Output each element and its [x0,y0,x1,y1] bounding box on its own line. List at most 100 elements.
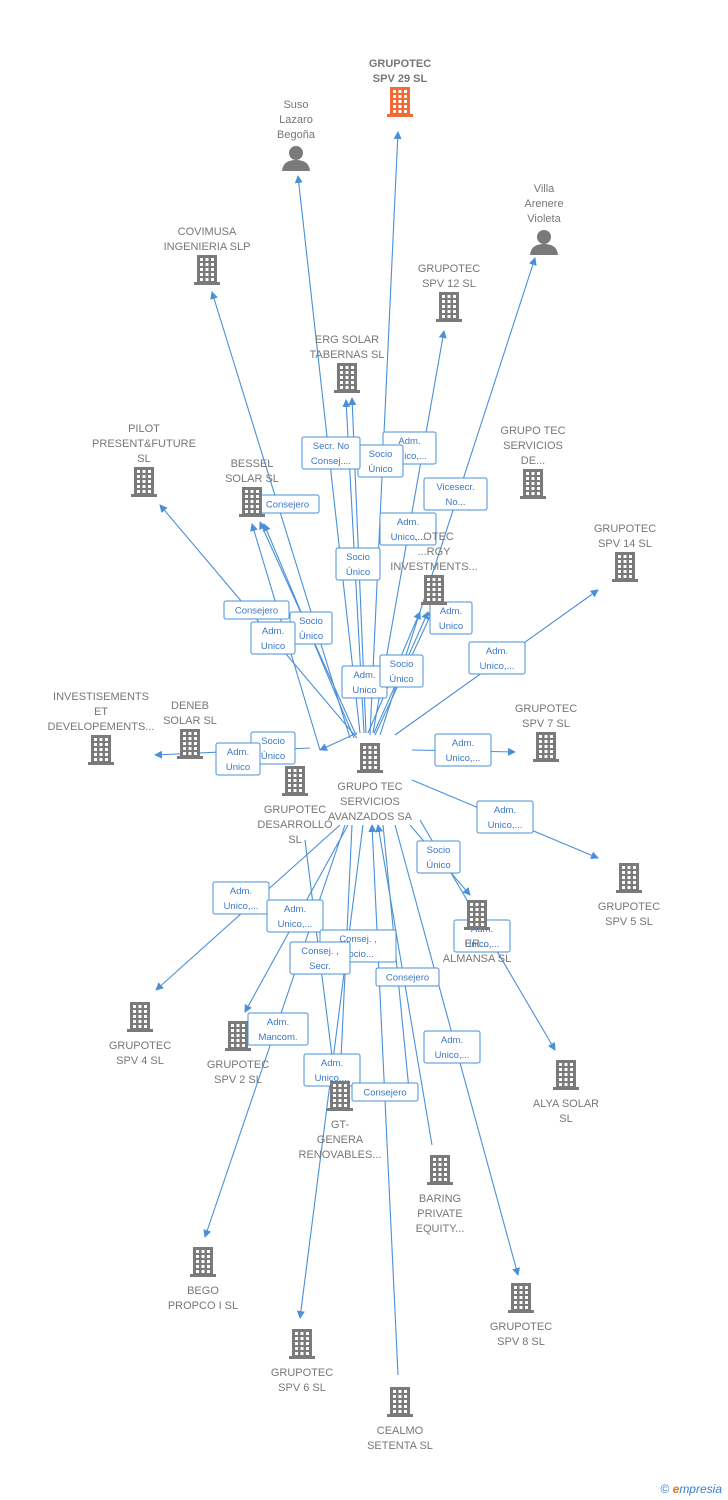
edge-role-text: Consej. , [339,934,377,945]
building-icon [177,729,203,759]
edge-role-label[interactable]: Adm.Unico,... [434,733,492,767]
edge-role-text: Unico [352,685,376,696]
node-label: GRUPO TEC [337,781,402,793]
node-label: Lazaro [279,114,313,126]
node-label: SPV 12 SL [422,278,476,290]
company-node[interactable]: ER...ALMANSA SL [443,900,511,965]
edge-role-label[interactable]: Adm.Unico [250,621,296,655]
building-icon [239,487,265,517]
building-icon [464,900,490,930]
company-node[interactable]: GRUPOTEC SPV 12 SL [418,263,480,322]
node-label: PILOT [128,423,160,435]
node-label: EQUITY... [416,1223,465,1235]
node-label: Begoña [277,129,316,141]
node-label: SERVICIOS [340,796,400,808]
edge-role-label[interactable]: Secr. NoConsej.... [301,436,361,470]
edge-role-text: Unico,... [446,753,481,764]
company-node[interactable]: INVESTISEMENTSETDEVELOPEMENTS... [48,691,155,765]
edge-role-text: Único [346,567,370,578]
node-label: ...RGY [417,546,451,558]
node-label: INVESTISEMENTS [53,691,149,703]
node-label: DESARROLLO [257,819,333,831]
edge-role-label[interactable]: Consejero [375,967,440,987]
edge-role-text: Único [368,464,392,475]
node-label: COVIMUSA [178,226,237,238]
edge-role-label[interactable]: Adm.Unico,... [212,881,270,915]
building-icon [127,1002,153,1032]
edge-role-text: Único [389,674,413,685]
edge-role-text: Unico,... [278,919,313,930]
edge-role-label[interactable]: Vicesecr.No... [423,477,488,511]
company-node[interactable]: GRUPO TEC SERVICIOS AVANZADOS SA [328,743,413,823]
edge-role-text: Unico,... [224,901,259,912]
company-node[interactable]: GT-GENERARENOVABLES... [299,1081,382,1161]
company-node[interactable]: GRUPO TECSERVICIOSDE... [500,425,566,499]
building-icon [190,1247,216,1277]
company-node[interactable]: BARING PRIVATE EQUITY... [416,1155,465,1235]
edge-role-label[interactable]: Consej. ,Secr. [289,941,351,975]
edge-role-label[interactable]: Consejero [351,1082,419,1102]
edge-role-label[interactable]: Adm. Mancom. [247,1012,309,1046]
node-label: SPV 14 SL [598,538,652,550]
building-icon [421,575,447,605]
edge-role-label[interactable]: Adm. Unico [341,665,388,699]
edge-role-label[interactable]: Adm.Unico [429,601,473,635]
node-label: SPV 4 SL [116,1055,164,1067]
edge-role-label[interactable]: Adm.Unico [215,742,261,776]
building-icon [357,743,383,773]
edge-role-label[interactable]: Consejero [255,494,320,514]
node-label: SERVICIOS [503,440,563,452]
edge-role-label[interactable]: Consejero [223,600,290,620]
edge-role-label[interactable]: Adm.Unico,... [266,899,324,933]
node-label: SPV 8 SL [497,1336,545,1348]
node-label: BARING [419,1193,461,1205]
company-node[interactable]: ...OTEC...RGYINVESTMENTS... [390,531,478,605]
edge-role-text: Unico,... [465,939,500,950]
building-icon [289,1329,315,1359]
building-icon [225,1021,251,1051]
edge-role-text: Adm. [486,646,508,657]
node-label: GRUPOTEC [418,263,480,275]
edge-role-text: Adm. [353,670,375,681]
building-icon [616,863,642,893]
node-label: SETENTA SL [367,1440,433,1452]
node-label: AVANZADOS SA [328,811,413,823]
node-label: DENEB [171,700,209,712]
building-icon [533,732,559,762]
edge-role-text: Unico [261,641,285,652]
edge-role-text: Mancom. [258,1032,297,1043]
edge-role-text: Único [261,751,285,762]
edge-role-text: Adm. [267,1017,289,1028]
node-label: SL [288,834,301,846]
edge-role-label[interactable]: Adm.Unico,... [423,1030,481,1064]
node-label: PRIVATE [417,1208,462,1220]
edge-role-label[interactable]: Adm.Unico,... [476,800,534,834]
edge-role-label[interactable]: Adm.Unico,... [379,512,437,546]
edge-role-label[interactable]: Adm.Unico,... [468,641,526,675]
